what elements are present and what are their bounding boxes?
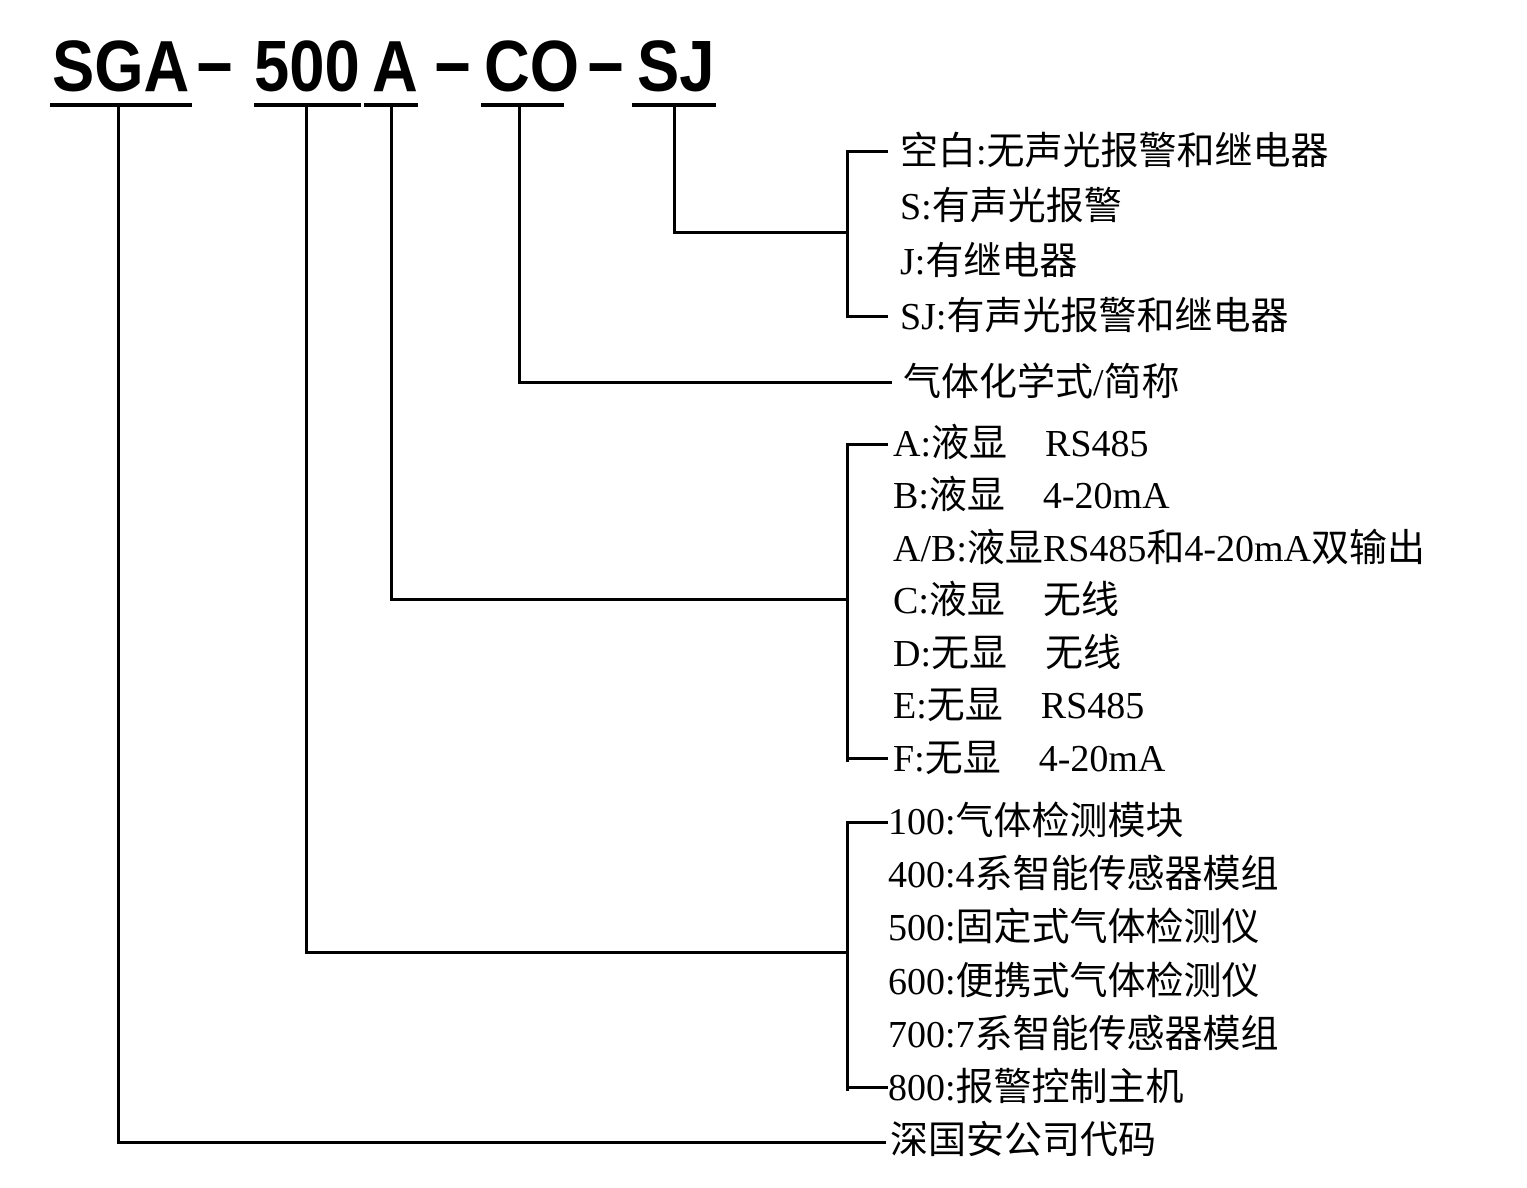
series-option: 600:便携式气体检测仪: [888, 961, 1260, 1003]
bracket-series-bottom-tick: [846, 1086, 888, 1089]
company-code-label: 深国安公司代码: [890, 1120, 1157, 1162]
series-option: 400:4系智能传感器模组: [888, 854, 1279, 896]
alarm-option: SJ:有声光报警和继电器: [900, 296, 1289, 338]
underline-sga: [50, 103, 192, 107]
connector-series-horizontal: [307, 951, 849, 954]
connector-sga-vertical: [117, 104, 120, 1144]
output-option: D:无显 无线: [893, 633, 1122, 675]
output-option: B:液显 4-20mA: [893, 475, 1170, 517]
series-option: 500:固定式气体检测仪: [888, 907, 1260, 949]
model-segment-output: A: [372, 27, 418, 107]
connector-output-horizontal: [392, 598, 849, 601]
model-segment-gas: CO: [484, 27, 580, 107]
connector-alarm-vertical: [673, 104, 676, 234]
alarm-option: S:有声光报警: [900, 186, 1122, 228]
bracket-series-options: [846, 821, 849, 1091]
connector-gas-horizontal: [520, 381, 892, 384]
connector-alarm-horizontal: [675, 231, 848, 234]
model-separator-3: −: [587, 27, 625, 107]
output-option: E:无显 RS485: [893, 685, 1145, 727]
connector-gas-vertical: [518, 104, 521, 384]
bracket-output-bottom-tick: [846, 757, 888, 760]
bracket-alarm-top-tick: [846, 150, 888, 153]
connector-output-vertical: [390, 104, 393, 601]
bracket-output-options: [846, 443, 849, 762]
bracket-output-top-tick: [846, 443, 888, 446]
model-segment-sga: SGA: [52, 27, 190, 107]
alarm-option: 空白:无声光报警和继电器: [900, 131, 1329, 173]
model-segment-alarm: SJ: [637, 27, 715, 107]
underline-gas: [481, 103, 564, 107]
model-segment-series: 500: [254, 27, 360, 107]
bracket-series-top-tick: [846, 821, 888, 824]
gas-formula-label: 气体化学式/简称: [903, 362, 1180, 404]
series-option: 700:7系智能传感器模组: [888, 1014, 1279, 1056]
alarm-option: J:有继电器: [900, 241, 1078, 283]
series-option: 800:报警控制主机: [888, 1067, 1184, 1109]
connector-series-vertical: [305, 104, 308, 954]
model-separator-2: −: [434, 27, 472, 107]
model-separator-1: −: [196, 27, 234, 107]
output-option: A:液显 RS485: [893, 423, 1149, 465]
output-option: C:液显 无线: [893, 580, 1119, 622]
connector-company-horizontal: [119, 1141, 886, 1144]
series-option: 100:气体检测模块: [888, 801, 1184, 843]
output-option: A/B:液显RS485和4-20mA双输出: [893, 528, 1426, 570]
bracket-alarm-options: [846, 150, 849, 318]
output-option: F:无显 4-20mA: [893, 738, 1166, 780]
bracket-alarm-bottom-tick: [846, 315, 888, 318]
